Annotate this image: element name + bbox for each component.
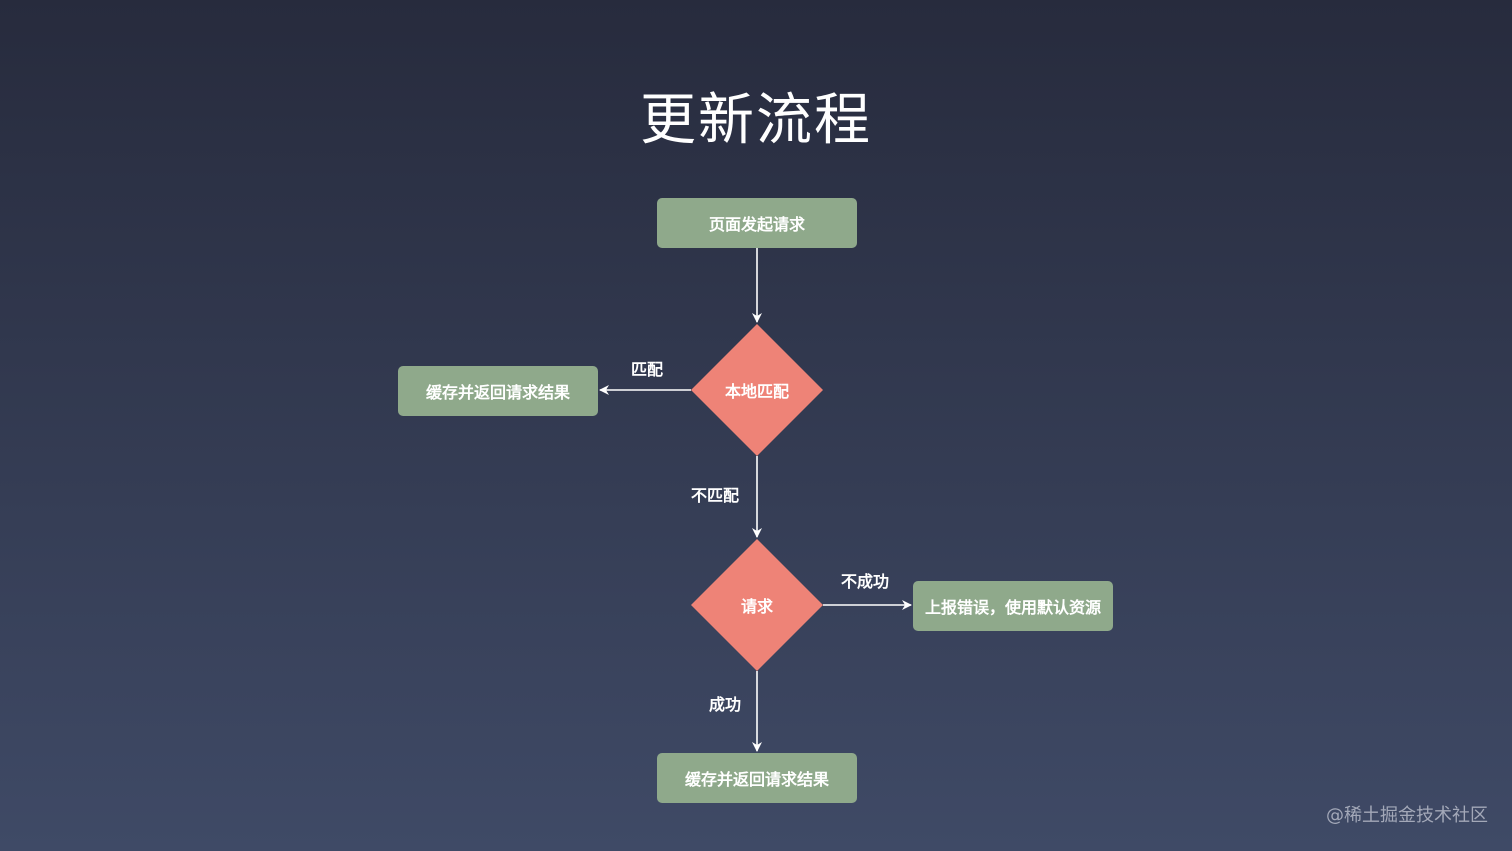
cache-result-bottom-node: 缓存并返回请求结果 (657, 753, 857, 803)
watermark: @稀土掘金技术社区 (1326, 805, 1488, 826)
local-match-decision: 本地匹配 (691, 324, 823, 456)
local-match-diamond-shape (691, 324, 823, 456)
start-node: 页面发起请求 (657, 198, 857, 248)
report-error-label: 上报错误，使用默认资源 (924, 598, 1101, 617)
local-match-label: 本地匹配 (724, 382, 789, 401)
cache-result-left-label: 缓存并返回请求结果 (425, 383, 570, 402)
edge-label-match: 匹配 (631, 360, 664, 379)
request-label: 请求 (740, 597, 773, 616)
start-node-label: 页面发起请求 (708, 215, 805, 234)
cache-result-left-node: 缓存并返回请求结果 (398, 366, 598, 416)
edge-label-success: 成功 (709, 695, 742, 714)
request-diamond-shape (691, 539, 823, 671)
request-decision: 请求 (691, 539, 823, 671)
page-title: 更新流程 (640, 88, 872, 153)
cache-result-bottom-label: 缓存并返回请求结果 (684, 770, 829, 789)
edge-label-no-match: 不匹配 (691, 486, 740, 505)
edge-label-fail: 不成功 (841, 572, 890, 591)
report-error-node: 上报错误，使用默认资源 (913, 581, 1113, 631)
